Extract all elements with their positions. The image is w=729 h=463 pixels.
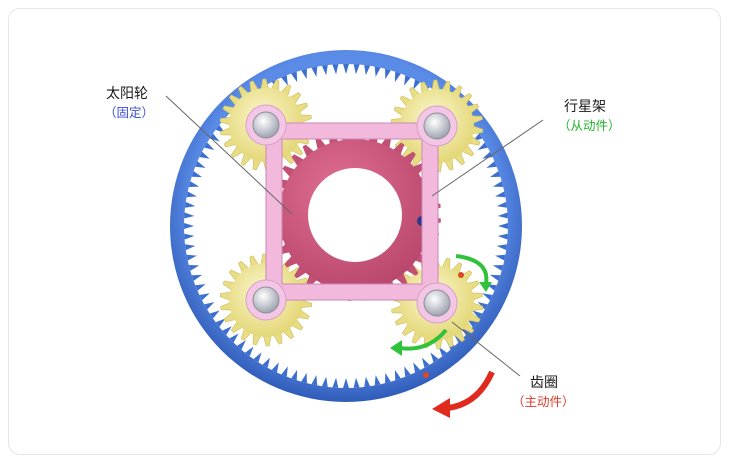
label-carrier: 行星架 [564, 99, 606, 115]
label-sun-gear: 太阳轮 [106, 86, 148, 102]
sun-gear-icon [269, 129, 441, 301]
label-ring-gear-role: （主动件） [512, 394, 575, 409]
planet-pins [245, 104, 458, 324]
planet-pin-icon [245, 279, 287, 321]
label-ring-gear: 齿圈 [530, 375, 558, 391]
rotation-arrow-icon [390, 254, 492, 356]
leader-lines [165, 95, 544, 377]
ring-rotation-arrow-icon [423, 370, 495, 418]
label-sun-gear-role: （固定） [104, 105, 154, 120]
planet-pin-icon [245, 104, 287, 146]
planet-pin-icon [416, 282, 458, 324]
planet-pin-icon [416, 105, 458, 147]
label-carrier-role: （从动件） [558, 118, 621, 133]
